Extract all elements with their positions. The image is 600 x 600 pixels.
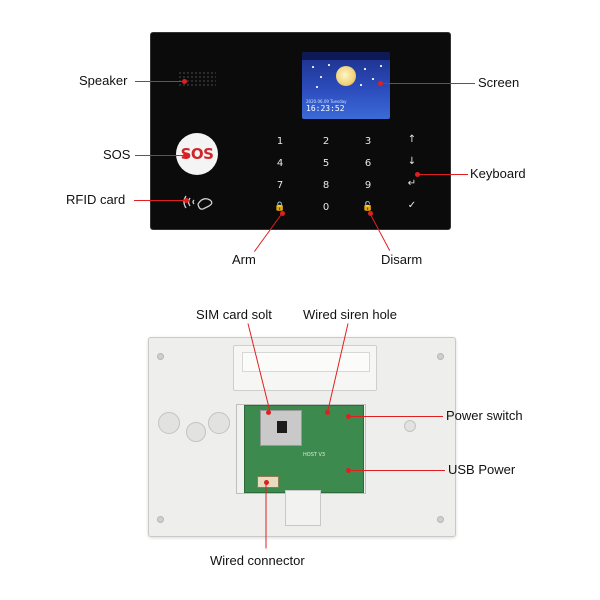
callout-arm: Arm (232, 252, 256, 267)
key-7[interactable]: 7 (276, 180, 284, 191)
callout-screen: Screen (478, 75, 520, 90)
callout-dot (378, 80, 383, 86)
key-1[interactable]: 1 (276, 136, 284, 147)
callout-dot (346, 413, 351, 419)
sim-card-slot[interactable] (260, 410, 302, 446)
mount-hole (158, 412, 180, 434)
callout-siren: Wired siren hole (303, 307, 397, 322)
key-0[interactable]: 0 (322, 202, 330, 213)
cover-tab (285, 490, 321, 526)
key-8[interactable]: 8 (322, 180, 330, 191)
callout-rfid: RFID card (66, 192, 126, 207)
callout-disarm: Disarm (381, 252, 423, 267)
alarm-panel-front (151, 33, 450, 229)
callout-power-switch: Power switch (446, 408, 523, 423)
callout-usb: USB Power (448, 462, 516, 477)
callout-line (349, 470, 445, 471)
callout-line (265, 482, 267, 549)
callout-line (134, 200, 186, 201)
mount-hole (186, 422, 206, 442)
callout-dot (367, 210, 373, 216)
callout-line (418, 174, 468, 175)
pcb-label: HOST V3 (303, 452, 326, 458)
screen-status-bar (302, 52, 390, 60)
key-up[interactable]: ↑ (407, 134, 417, 145)
callout-sim: SIM card solt (196, 307, 272, 322)
key-3[interactable]: 3 (364, 136, 372, 147)
screen-date: 2020.06.09 Tuesday (306, 99, 347, 104)
callout-dot (325, 410, 330, 415)
key-disarm[interactable]: 🔓 (362, 202, 374, 212)
mount-hole (404, 420, 416, 432)
callout-dot (279, 210, 285, 216)
screw-hole (157, 516, 164, 523)
callout-line (349, 416, 443, 417)
key-down[interactable]: ↓ (407, 156, 417, 167)
key-5[interactable]: 5 (322, 158, 330, 169)
screw-hole (437, 353, 444, 360)
key-4[interactable]: 4 (276, 158, 284, 169)
callout-dot (182, 78, 187, 84)
key-6[interactable]: 6 (364, 158, 372, 169)
callout-dot (184, 197, 189, 203)
key-arm[interactable]: 🔒 (274, 202, 286, 212)
callout-speaker: Speaker (79, 73, 128, 88)
mount-hole (208, 412, 230, 434)
lcd-screen: 2020.06.09 Tuesday 16:23:52 (302, 52, 390, 119)
callout-dot (183, 152, 188, 158)
screw-hole (157, 353, 164, 360)
callout-sos: SOS (103, 147, 131, 162)
screen-time: 16:23:52 (306, 104, 345, 113)
key-9[interactable]: 9 (364, 180, 372, 191)
callout-keyboard: Keyboard (470, 166, 526, 181)
screw-hole (437, 516, 444, 523)
key-back[interactable]: ↵ (407, 178, 417, 189)
callout-wired-connector: Wired connector (210, 553, 305, 568)
callout-dot (266, 410, 271, 415)
callout-dot (415, 171, 420, 177)
moon-icon (336, 66, 356, 86)
callout-line (135, 155, 185, 156)
callout-dot (346, 467, 351, 473)
speaker-grille (178, 71, 216, 87)
callout-line (135, 81, 183, 82)
key-confirm[interactable]: ✓ (407, 200, 417, 211)
callout-line (381, 83, 475, 84)
key-2[interactable]: 2 (322, 136, 330, 147)
callout-dot (263, 479, 269, 485)
